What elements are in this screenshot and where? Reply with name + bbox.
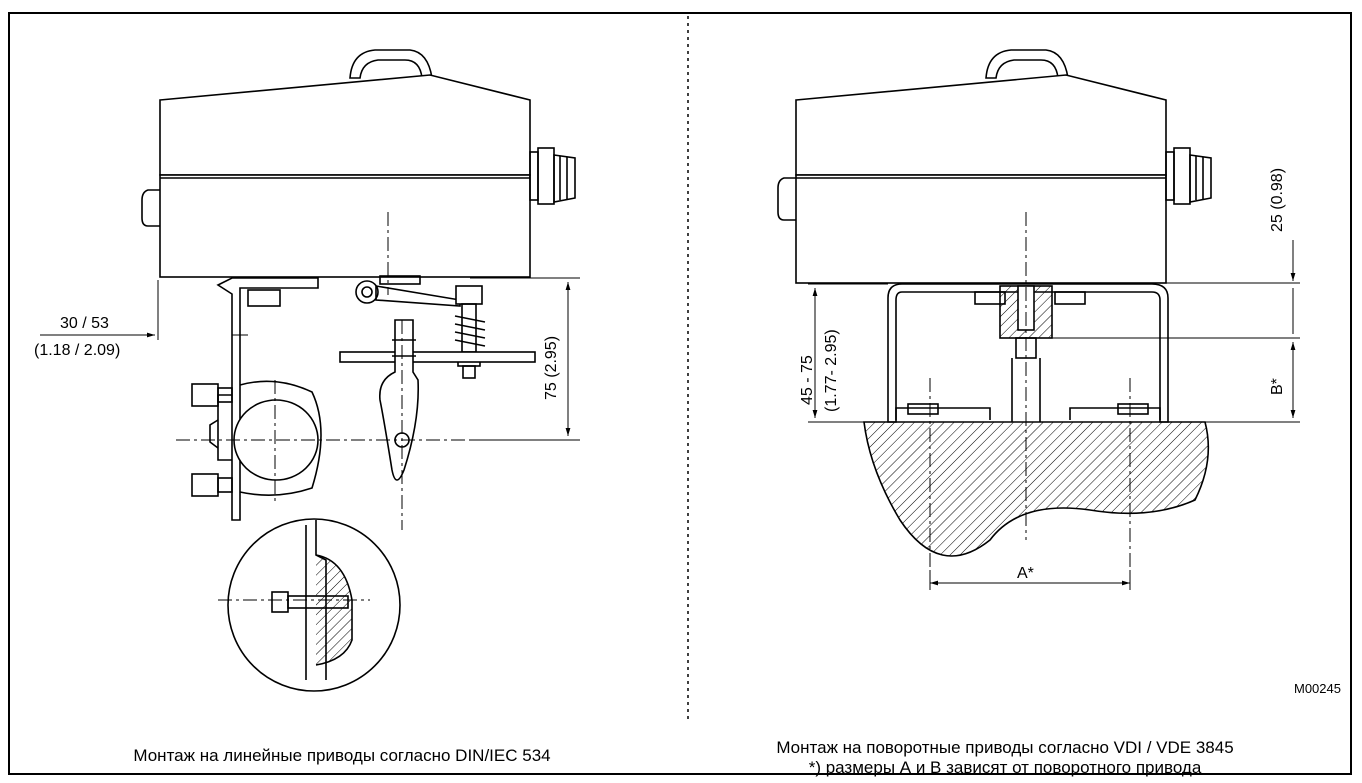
left-caption: Монтаж на линейные приводы согласно DIN/…: [133, 746, 551, 765]
cable-gland: [529, 147, 576, 205]
rotary-actuator-view: [777, 49, 1212, 557]
housing-cover: [159, 74, 531, 176]
side-knob: [141, 189, 160, 227]
side-knob: [777, 177, 796, 221]
housing-body: [159, 174, 531, 278]
linear-actuator-view: [141, 49, 576, 692]
dim-a: A*: [1017, 565, 1034, 582]
drawing-code: M00245: [1294, 681, 1341, 696]
housing-handle: [985, 49, 1069, 79]
housing-cover: [795, 74, 1167, 176]
lever-pivot: [355, 280, 379, 304]
dim-gap: 25 (0.98): [1269, 168, 1286, 232]
dim-bracket-inch: (1.77- 2.95): [823, 329, 840, 412]
dim-height: 75 (2.95): [543, 336, 560, 400]
spring: [454, 285, 486, 379]
dim-offset-inch: (1.18 / 2.09): [34, 342, 120, 359]
drawing-frame: [8, 12, 1352, 775]
right-caption-line1: Монтаж на поворотные приводы согласно VD…: [776, 738, 1234, 757]
dim-bracket-metric: 45 - 75: [799, 355, 816, 405]
detail-view: [227, 518, 401, 692]
dim-b: B*: [1269, 378, 1286, 395]
housing-body: [795, 174, 1167, 284]
stem-coupling: [378, 319, 420, 481]
right-caption-line2: *) размеры А и В зависят от поворотного …: [808, 758, 1202, 777]
dim-offset-metric: 30 / 53: [60, 315, 109, 332]
actuator-base: [863, 421, 1210, 557]
pipe-clamp: [217, 394, 232, 461]
housing-handle: [349, 49, 433, 79]
mounting-bracket: [216, 277, 319, 521]
cable-gland: [1165, 147, 1212, 205]
